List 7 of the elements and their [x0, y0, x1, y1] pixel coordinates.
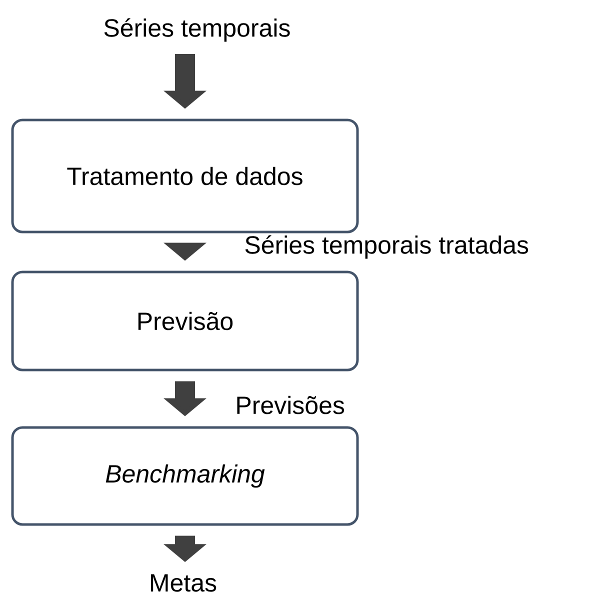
process-box: Tratamento de dados — [11, 118, 359, 234]
text-label: Metas — [151, 574, 216, 592]
text-label: Séries temporais — [104, 18, 290, 42]
edge-label: Previsões — [237, 396, 344, 414]
process-box: Previsão — [11, 270, 359, 372]
edge-label: Séries temporais tratadas — [245, 235, 528, 259]
process-box: Benchmarking — [11, 426, 359, 526]
